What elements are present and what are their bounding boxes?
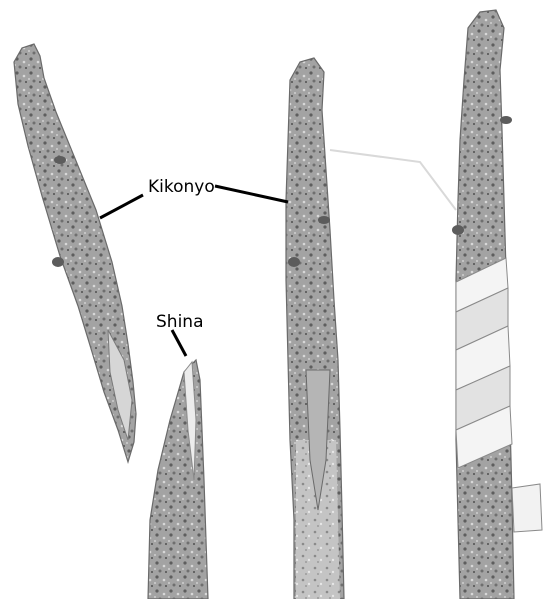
label-kikonyo: Kikonyo — [100, 177, 288, 218]
scion-bud-1b — [52, 257, 64, 267]
scion-bud-2b — [288, 257, 300, 267]
stock-stick-1 — [148, 360, 208, 599]
leader-line-shina — [172, 330, 186, 356]
scion-bud-1a — [54, 156, 66, 164]
leader-line-kikonyo-right — [215, 186, 288, 202]
stage-1-scion — [14, 44, 136, 462]
tape-tail — [512, 484, 542, 532]
scion-bud-3b — [452, 225, 464, 235]
scion-bud-2a — [318, 216, 330, 224]
scion-bud-3a — [500, 116, 512, 124]
label-shina: Shina — [156, 312, 203, 356]
leader-line-kikonyo-left — [100, 195, 143, 218]
faint-pointer-3 — [330, 150, 456, 210]
stage-1-stock — [148, 360, 208, 599]
grafting-tape — [456, 258, 512, 468]
kikonyo-label: Kikonyo — [148, 177, 215, 197]
stage-2-joined — [286, 58, 344, 599]
shina-label: Shina — [156, 312, 203, 332]
stage-3-wrapped — [330, 10, 542, 599]
